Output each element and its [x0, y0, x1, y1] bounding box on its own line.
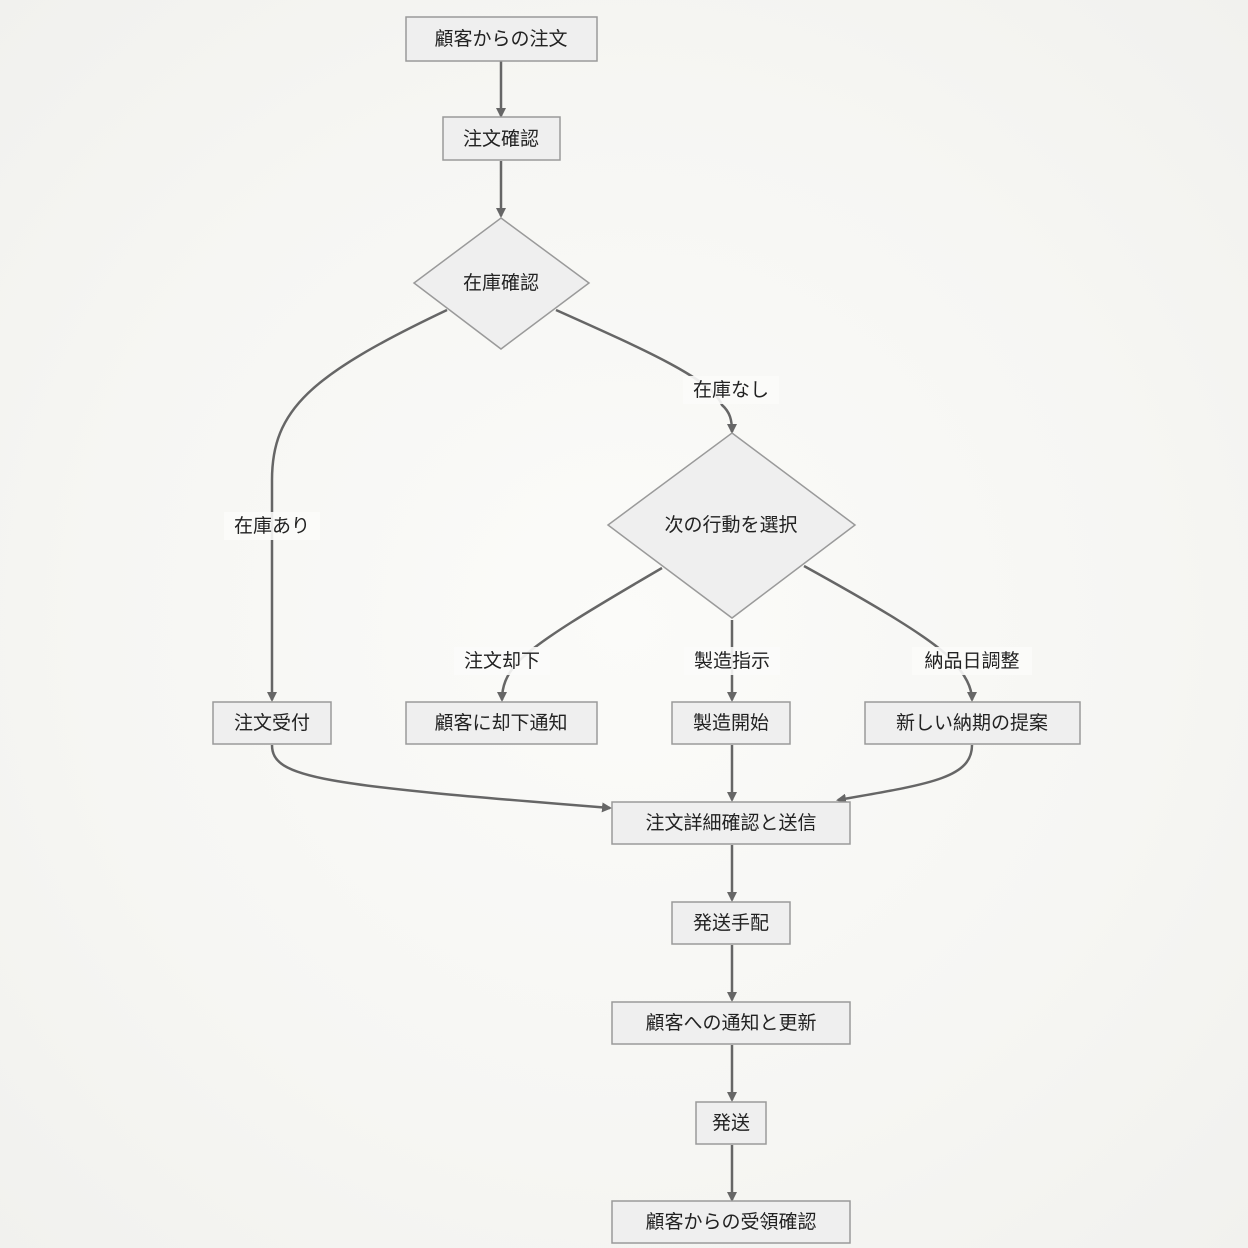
edge-label-in-stock: 在庫あり: [224, 512, 320, 540]
edge-accept-to-confirm: [270, 744, 612, 813]
svg-text:発送: 発送: [712, 1112, 750, 1134]
svg-text:発送手配: 発送手配: [693, 912, 769, 934]
edge-stock-to-next-action: [555, 308, 737, 434]
svg-text:顧客からの受領確認: 顧客からの受領確認: [645, 1211, 816, 1233]
svg-text:納品日調整: 納品日調整: [924, 650, 1019, 672]
svg-text:顧客からの注文: 顧客からの注文: [434, 28, 567, 50]
node-stock-check-decision: 在庫確認: [412, 217, 591, 350]
svg-text:製造指示: 製造指示: [694, 650, 770, 672]
edge-next-to-propose: [803, 564, 977, 702]
svg-text:注文受付: 注文受付: [234, 712, 310, 734]
edge-label-adjust-delivery: 納品日調整: [912, 647, 1032, 675]
edge-label-reject-order: 注文却下: [454, 647, 550, 675]
svg-text:注文詳細確認と送信: 注文詳細確認と送信: [645, 812, 816, 834]
node-next-action-decision: 次の行動を選択: [606, 432, 857, 619]
svg-text:在庫あり: 在庫あり: [234, 515, 310, 537]
svg-text:注文却下: 注文却下: [464, 650, 540, 672]
edge-label-out-of-stock: 在庫なし: [683, 376, 779, 404]
node-confirm-send-details: 注文詳細確認と送信: [611, 801, 851, 845]
svg-text:顧客に却下通知: 顧客に却下通知: [434, 712, 567, 734]
node-order-check: 注文確認: [442, 116, 561, 161]
edge-stock-to-accept: [267, 308, 448, 702]
node-order-received: 顧客からの注文: [405, 16, 598, 62]
edge-next-to-reject: [497, 566, 663, 702]
svg-text:新しい納期の提案: 新しい納期の提案: [896, 712, 1048, 734]
svg-text:在庫確認: 在庫確認: [463, 272, 539, 294]
node-propose-delivery: 新しい納期の提案: [864, 701, 1081, 745]
edge-propose-to-confirm: [836, 744, 974, 804]
svg-text:顧客への通知と更新: 顧客への通知と更新: [645, 1012, 816, 1034]
node-ship: 発送: [695, 1101, 767, 1145]
node-start-manufacturing: 製造開始: [671, 701, 791, 745]
node-notify-update: 顧客への通知と更新: [611, 1001, 851, 1045]
node-arrange-shipping: 発送手配: [671, 901, 791, 945]
edge-label-manufacturing-order: 製造指示: [684, 647, 780, 675]
node-order-accept: 注文受付: [212, 701, 332, 745]
svg-text:製造開始: 製造開始: [693, 712, 769, 734]
svg-text:在庫なし: 在庫なし: [693, 379, 769, 401]
node-receipt-confirm: 顧客からの受領確認: [611, 1200, 851, 1244]
svg-text:次の行動を選択: 次の行動を選択: [664, 514, 797, 536]
node-notify-reject: 顧客に却下通知: [405, 701, 598, 745]
svg-text:注文確認: 注文確認: [463, 128, 539, 150]
